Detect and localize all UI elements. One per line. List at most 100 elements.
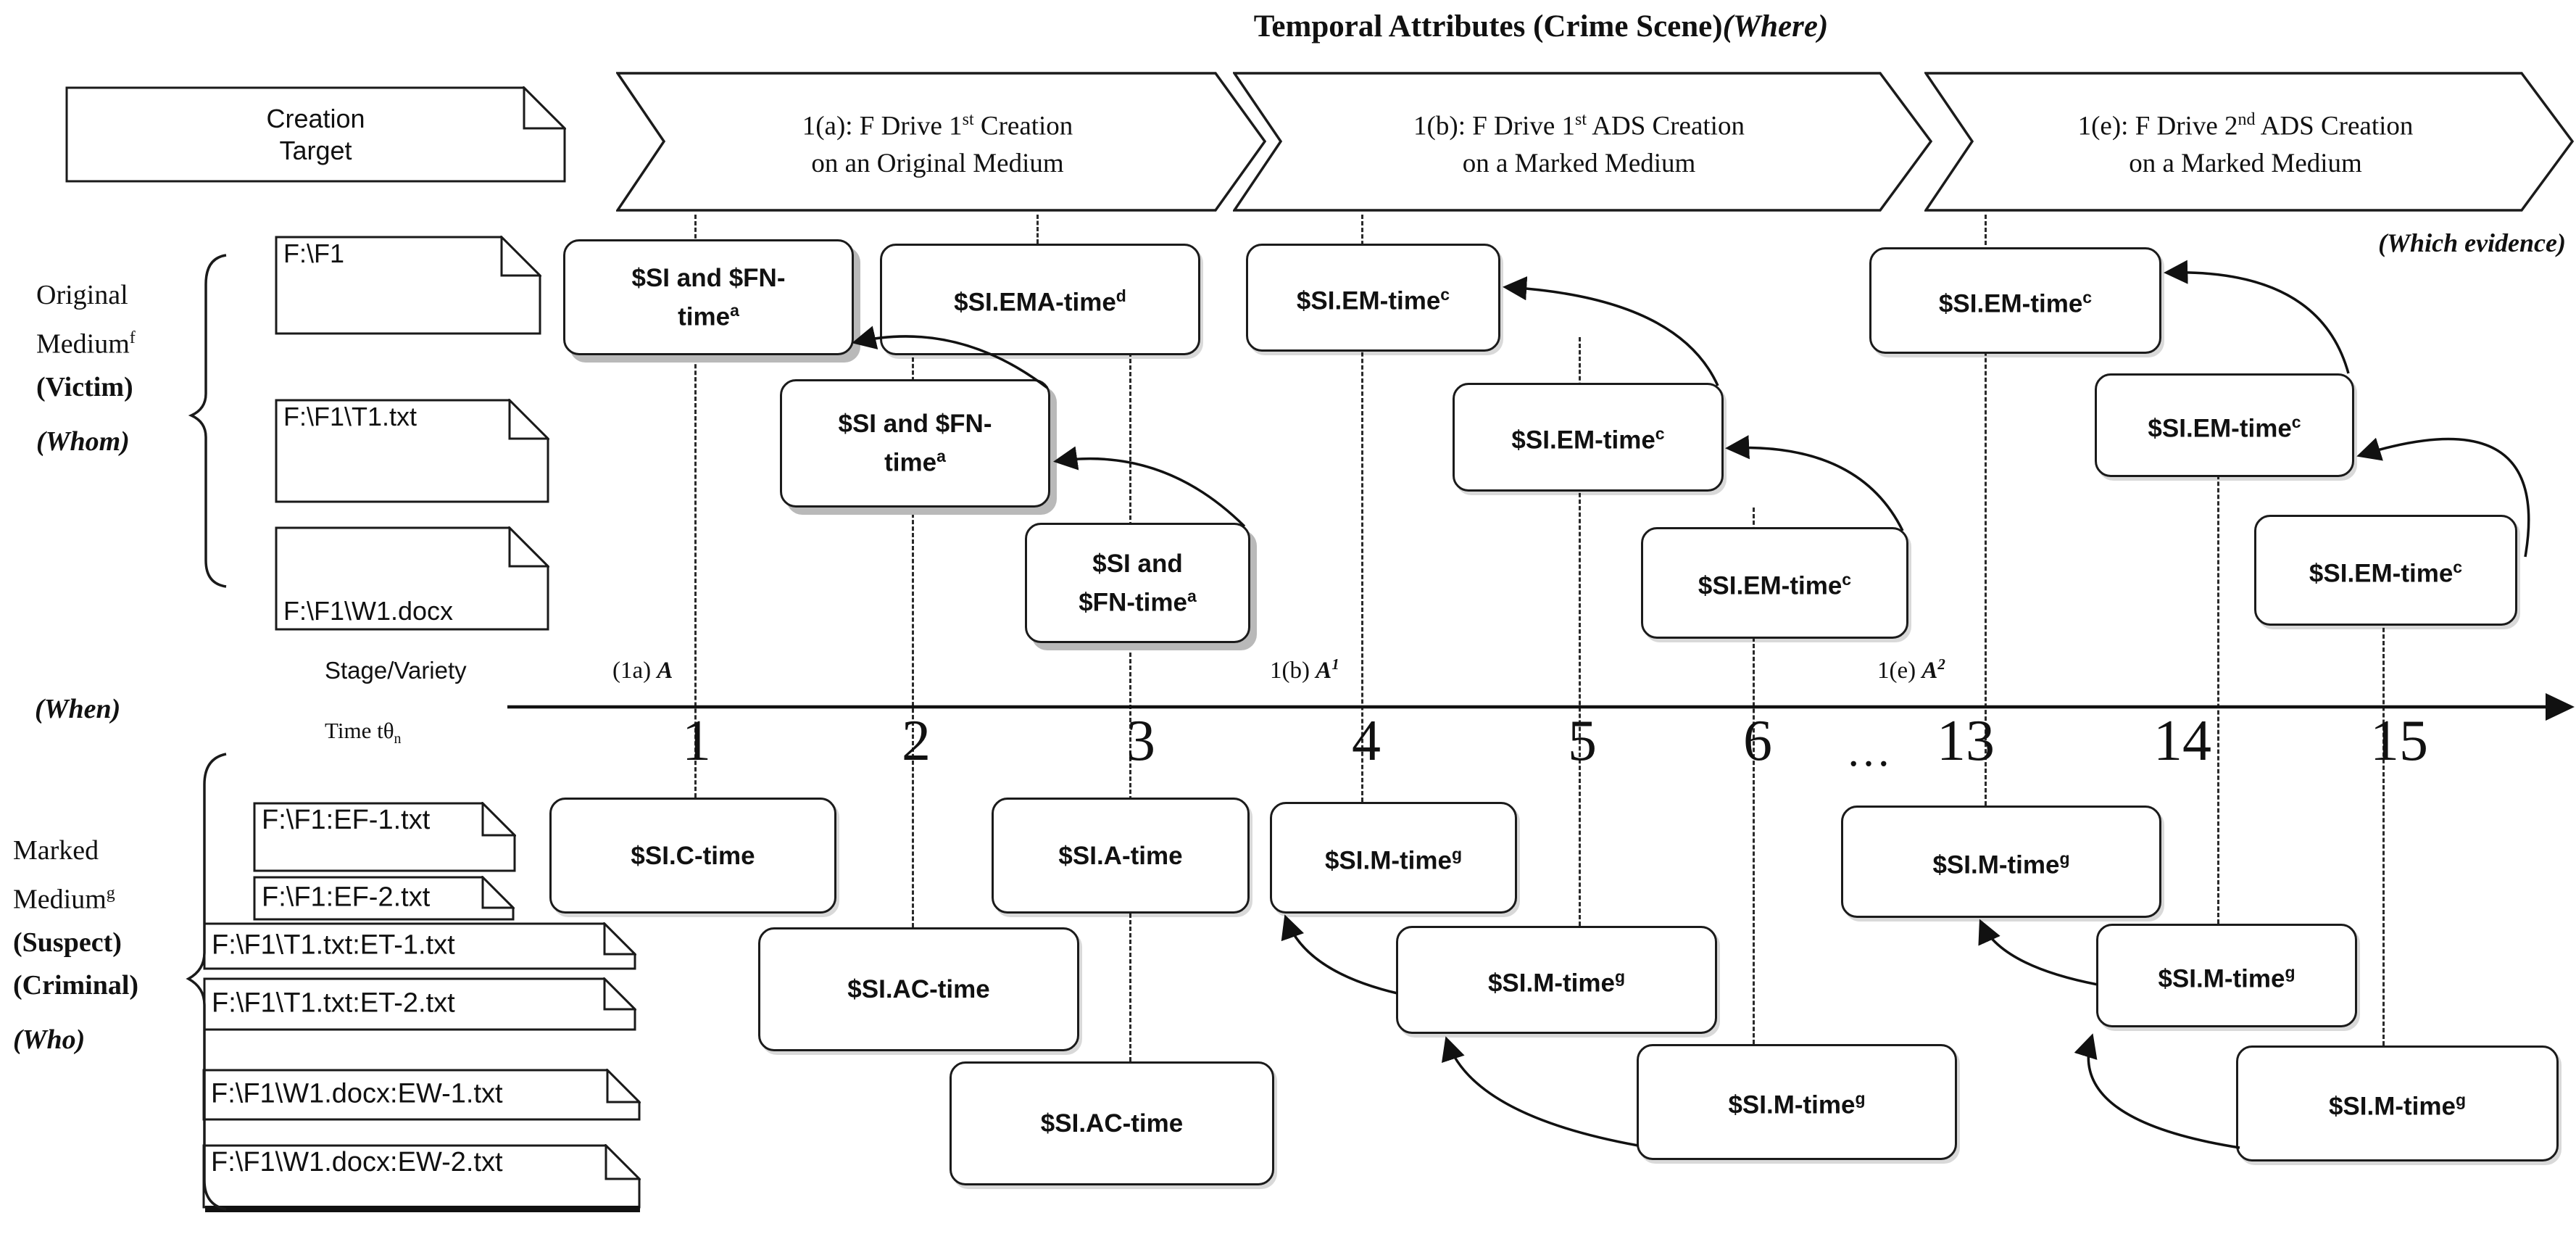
file-et1-label: F:\F1\T1.txt:ET-1.txt bbox=[212, 929, 455, 961]
arrow-me3-to-me2 bbox=[2074, 1033, 2240, 1149]
box-m-time-b2: $SI.M-timeg bbox=[1396, 926, 1717, 1034]
box-m-time-b3: $SI.M-timeg bbox=[1637, 1044, 1957, 1160]
box-em-time-b2: $SI.EM-timec bbox=[1453, 383, 1724, 492]
file-ew2: F:\F1\W1.docx:EW-2.txt bbox=[202, 1144, 641, 1209]
arrow-emb2-to-emb1 bbox=[1503, 276, 1719, 386]
box-em-time-e2: $SI.EM-timec bbox=[2095, 373, 2354, 477]
box-em-time-e3: $SI.EM-timec bbox=[2254, 515, 2517, 626]
stage-marker-1a: (1a) A bbox=[612, 658, 673, 684]
tick-ellipsis: … bbox=[1846, 726, 1894, 776]
box-ac-time-2: $SI.AC-time bbox=[950, 1061, 1274, 1185]
banner-1e: 1(e): F Drive 2nd ADS Creation on a Mark… bbox=[1924, 72, 2574, 212]
suspect-group-label: Marked Mediumg (Suspect) (Criminal) (Who… bbox=[13, 829, 138, 1061]
box-em-time-e1: $SI.EM-timec bbox=[1869, 247, 2161, 354]
arrow-emb3-to-emb2 bbox=[1725, 435, 1904, 531]
suspect-label-who: (Who) bbox=[13, 1024, 86, 1055]
tick-dash-5 bbox=[1579, 337, 1581, 926]
arrow-eme2-to-eme1 bbox=[2164, 260, 2350, 374]
arrow-mb2-to-mb1 bbox=[1281, 914, 1398, 995]
suspect-label-suspect: (Suspect) bbox=[13, 927, 122, 958]
tick-4: 4 bbox=[1352, 709, 1381, 773]
victim-group-label: Original Mediumf (Victim) (Whom) bbox=[36, 274, 136, 463]
tick-dash-13 bbox=[1985, 215, 1987, 806]
stage-variety-label: Stage/Variety bbox=[325, 657, 467, 684]
file-stack-shadow bbox=[205, 1206, 640, 1212]
file-f1-label: F:\F1 bbox=[283, 239, 345, 268]
tick-dash-ema-stub bbox=[1036, 215, 1039, 244]
box-fn-time-2: $SI and $FN- timea bbox=[780, 379, 1050, 508]
tick-14: 14 bbox=[2153, 709, 2211, 773]
victim-label-victim: (Victim) bbox=[36, 371, 133, 402]
file-w1: F:\F1\W1.docx bbox=[275, 526, 549, 631]
file-ef2-label: F:\F1:EF-2.txt bbox=[262, 882, 431, 913]
box-m-time-e3: $SI.M-timeg bbox=[2236, 1045, 2559, 1161]
file-ef1: F:\F1:EF-1.txt bbox=[253, 802, 516, 872]
victim-label-original: Original bbox=[36, 280, 128, 310]
banner-1b: 1(b): F Drive 1st ADS Creation on a Mark… bbox=[1233, 72, 1932, 212]
victim-brace bbox=[188, 254, 227, 588]
tick-dash-14 bbox=[2217, 377, 2219, 924]
box-fn-time-1: $SI and $FN- timea bbox=[563, 239, 854, 355]
diagram-title: Temporal Attributes (Crime Scene)(Where) bbox=[925, 9, 2157, 44]
box-m-time-e1: $SI.M-timeg bbox=[1841, 806, 2161, 918]
file-ew2-label: F:\F1\W1.docx:EW-2.txt bbox=[211, 1147, 503, 1177]
banner-1e-text: 1(e): F Drive 2nd ADS Creation on a Mark… bbox=[2077, 109, 2414, 179]
title-main: Temporal Attributes (Crime Scene) bbox=[1253, 9, 1723, 44]
banner-1a-shape bbox=[616, 72, 1266, 212]
stage-marker-1b: 1(b) A1 bbox=[1270, 655, 1339, 684]
file-w1-label: F:\F1\W1.docx bbox=[283, 596, 454, 626]
tick-dash-2 bbox=[912, 351, 914, 927]
title-where-label: (Where) bbox=[1722, 9, 1829, 44]
tick-1: 1 bbox=[682, 709, 711, 773]
file-et2: F:\F1\T1.txt:ET-2.txt bbox=[203, 977, 636, 1031]
time-axis-label: Time tθn bbox=[325, 718, 402, 748]
file-et2-label: F:\F1\T1.txt:ET-2.txt bbox=[212, 987, 455, 1019]
when-label: (When) bbox=[35, 694, 121, 724]
tick-5: 5 bbox=[1568, 709, 1597, 773]
box-ac-time-1: $SI.AC-time bbox=[758, 927, 1079, 1051]
victim-label-whom: (Whom) bbox=[36, 426, 130, 457]
banner-1a-text: 1(a): F Drive 1st Creation on an Origina… bbox=[802, 109, 1073, 179]
suspect-label-medium: Mediumg bbox=[13, 884, 115, 915]
box-c-time: $SI.C-time bbox=[549, 798, 836, 914]
banner-1a: 1(a): F Drive 1st Creation on an Origina… bbox=[616, 72, 1266, 212]
which-evidence-label: (Which evidence) bbox=[2378, 228, 2566, 257]
timeline-axis bbox=[507, 693, 2575, 721]
banner-1b-text: 1(b): F Drive 1st ADS Creation on a Mark… bbox=[1413, 109, 1745, 179]
timeline-arrowhead bbox=[2546, 693, 2575, 721]
box-m-time-b1: $SI.M-timeg bbox=[1270, 802, 1517, 914]
arrow-me2-to-me1 bbox=[1978, 919, 2098, 986]
tick-dash-6 bbox=[1753, 508, 1755, 1044]
box-fn-time-3: $SI and $FN-timea bbox=[1025, 523, 1250, 643]
tick-13: 13 bbox=[1937, 709, 1995, 773]
file-t1-label: F:\F1\T1.txt bbox=[283, 402, 417, 431]
tick-3: 3 bbox=[1126, 709, 1155, 773]
suspect-label-marked: Marked bbox=[13, 835, 99, 866]
tick-dash-3 bbox=[1129, 352, 1131, 1061]
arrow-fn3-to-fn2 bbox=[1053, 446, 1246, 528]
box-em-time-b3: $SI.EM-timec bbox=[1641, 527, 1908, 639]
box-m-time-e2: $SI.M-timeg bbox=[2096, 924, 2357, 1027]
tick-6: 6 bbox=[1743, 709, 1772, 773]
tick-2: 2 bbox=[902, 709, 931, 773]
file-ew1: F:\F1\W1.docx:EW-1.txt bbox=[202, 1069, 641, 1121]
banner-1e-shape bbox=[1924, 72, 2574, 212]
tick-dash-4 bbox=[1361, 215, 1363, 802]
suspect-label-criminal: (Criminal) bbox=[13, 969, 139, 1001]
stage-marker-1e: 1(e) A2 bbox=[1877, 655, 1945, 684]
tick-15: 15 bbox=[2370, 709, 2428, 773]
box-ema-time: $SI.EMA-timed bbox=[880, 244, 1200, 355]
victim-label-medium: Mediumf bbox=[36, 328, 136, 360]
file-t1: F:\F1\T1.txt bbox=[275, 399, 549, 503]
file-ew1-label: F:\F1\W1.docx:EW-1.txt bbox=[211, 1078, 503, 1109]
banner-1b-shape bbox=[1233, 72, 1932, 212]
box-em-time-b1: $SI.EM-timec bbox=[1246, 244, 1500, 352]
tick-dash-1 bbox=[694, 215, 697, 798]
file-ef1-label: F:\F1:EF-1.txt bbox=[262, 805, 431, 835]
file-ef2: F:\F1:EF-2.txt bbox=[253, 876, 515, 921]
box-a-time: $SI.A-time bbox=[992, 798, 1250, 914]
tick-dash-15 bbox=[2382, 516, 2385, 1045]
